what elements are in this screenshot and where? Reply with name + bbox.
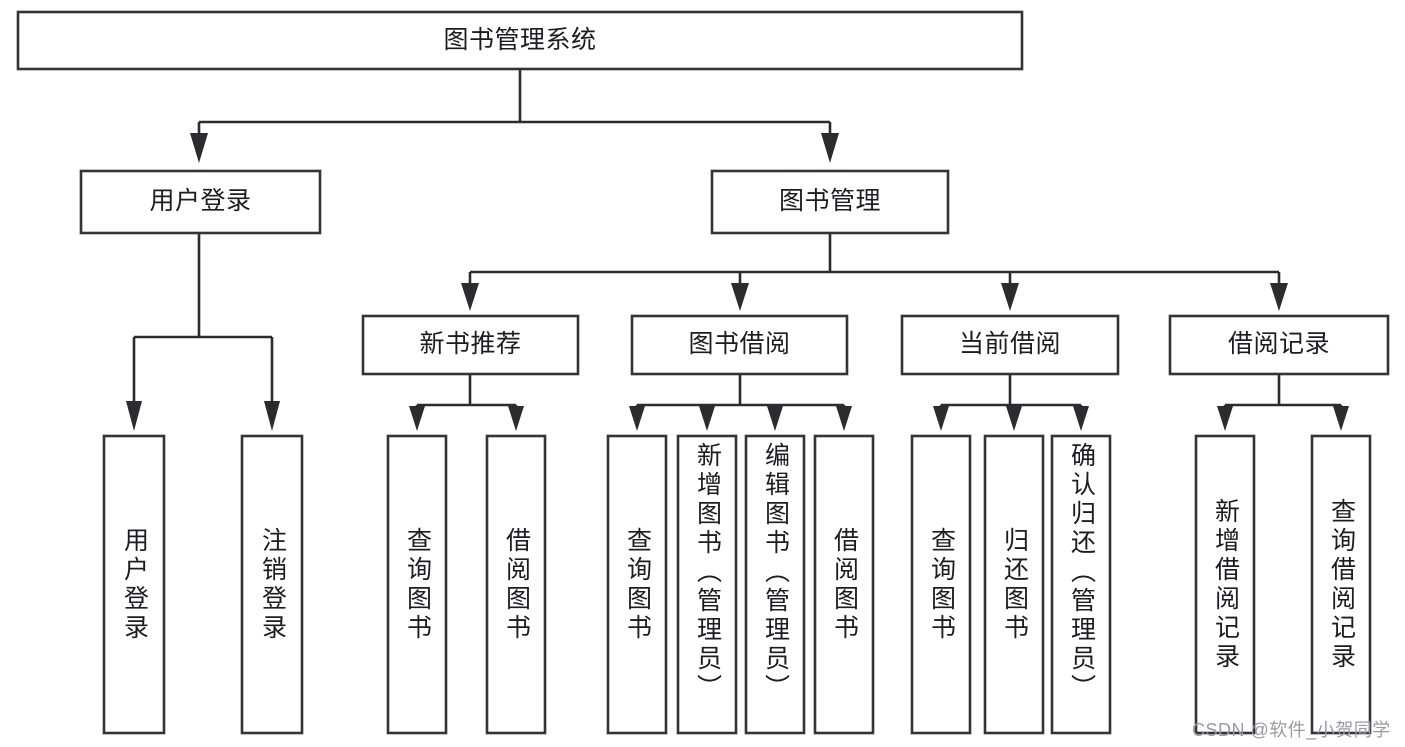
node-box-root[interactable]: [16, 10, 1024, 71]
node-box-current-borrow[interactable]: [900, 314, 1120, 376]
arrow-head-leaf-add-book: [699, 406, 715, 431]
arrow-head-leaf-edit-book: [767, 406, 783, 431]
connector-group-book-borrow-leaves: [629, 374, 852, 431]
node-box-leaf-query-book-a[interactable]: [386, 434, 448, 735]
node-box-leaf-add-book-admin[interactable]: [676, 434, 738, 735]
arrow-head-book-borrow: [731, 283, 749, 311]
node-box-user-login[interactable]: [79, 169, 322, 235]
node-box-leaf-add-borrow-record[interactable]: [1194, 434, 1256, 735]
node-box-leaf-confirm-return-admin[interactable]: [1050, 434, 1112, 735]
node-box-leaf-return-book[interactable]: [983, 434, 1045, 735]
arrow-head-leaf-borrow-book-1: [508, 406, 524, 431]
connector-group-borrow-record-leaves: [1217, 374, 1349, 431]
node-box-leaf-borrow-book-a[interactable]: [485, 434, 547, 735]
arrow-head-leaf-user-login: [126, 401, 142, 431]
arrow-head-leaf-add-record: [1217, 406, 1233, 431]
node-box-leaf-query-book-b[interactable]: [606, 434, 668, 735]
arrow-head-leaf-query-book-3: [933, 406, 949, 431]
arrow-head-leaf-query-book-2: [629, 406, 645, 431]
arrow-head-current-borrow: [1001, 283, 1019, 311]
arrow-head-leaf-query-record: [1333, 406, 1349, 431]
node-box-leaf-user-login[interactable]: [102, 434, 166, 735]
arrow-head-book-manage: [821, 133, 839, 163]
node-box-leaf-edit-book-admin[interactable]: [744, 434, 806, 735]
node-box-leaf-query-borrow-record[interactable]: [1310, 434, 1372, 735]
arrow-head-leaf-query-book-1: [409, 406, 425, 431]
arrow-head-new-book-rec: [461, 283, 479, 311]
connector-group-user-login-leaves: [126, 233, 280, 431]
arrow-head-borrow-record: [1270, 283, 1288, 311]
node-box-borrow-record[interactable]: [1168, 314, 1390, 376]
connector-group-current-borrow-leaves: [933, 374, 1089, 431]
arrow-head-leaf-borrow-book-2: [836, 406, 852, 431]
node-box-book-management[interactable]: [710, 169, 950, 235]
connector-group-new-book-leaves: [409, 374, 524, 431]
csdn-watermark: CSDN @软件_小贺同学: [1192, 720, 1391, 740]
arrow-head-leaf-confirm-return: [1073, 406, 1089, 431]
node-box-new-book-recommend[interactable]: [361, 314, 580, 376]
node-box-leaf-logout[interactable]: [240, 434, 304, 735]
connector-group-level2-to-level3: [461, 233, 1288, 311]
connector-group-root-to-level2: [190, 69, 839, 163]
arrow-head-leaf-return-book: [1006, 406, 1022, 431]
node-box-leaf-query-book-c[interactable]: [910, 434, 972, 735]
arrow-head-user-login: [190, 133, 208, 163]
node-box-leaf-borrow-book-b[interactable]: [813, 434, 875, 735]
node-box-book-borrow[interactable]: [630, 314, 849, 376]
arrow-head-leaf-logout: [264, 401, 280, 431]
